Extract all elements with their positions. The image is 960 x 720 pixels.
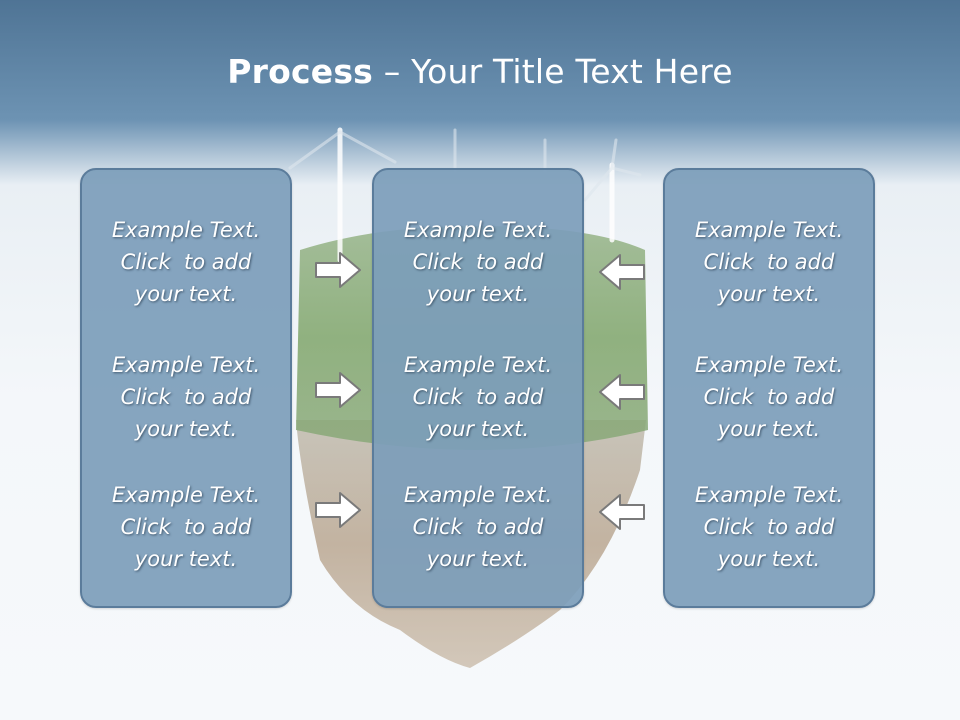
title-rest: – Your Title Text Here [373, 52, 733, 91]
text-line: your text. [426, 417, 530, 441]
text-line: your text. [717, 282, 821, 306]
text-line: Example Text. [694, 483, 844, 507]
text-line: Example Text. [403, 483, 553, 507]
text-placeholder[interactable]: Example Text. Click to add your text. [374, 349, 582, 445]
arrow-right-icon[interactable] [314, 250, 362, 290]
text-line: Click to add [120, 250, 252, 274]
arrow-right-icon[interactable] [314, 490, 362, 530]
text-line: your text. [134, 417, 238, 441]
arrow-left-icon[interactable] [598, 252, 646, 292]
text-line: Example Text. [111, 353, 261, 377]
text-line: Click to add [412, 250, 544, 274]
text-placeholder[interactable]: Example Text. Click to add your text. [82, 349, 290, 445]
text-line: Click to add [703, 515, 835, 539]
text-placeholder[interactable]: Example Text. Click to add your text. [374, 479, 582, 575]
text-placeholder[interactable]: Example Text. Click to add your text. [665, 349, 873, 445]
panel-middle[interactable]: Example Text. Click to add your text. Exam… [372, 168, 584, 608]
text-line: Example Text. [111, 483, 261, 507]
slide-title[interactable]: Process – Your Title Text Here [0, 52, 960, 91]
text-line: Example Text. [694, 353, 844, 377]
panel-left[interactable]: Example Text. Click to add your text. Exam… [80, 168, 292, 608]
text-line: Click to add [703, 385, 835, 409]
text-line: Click to add [120, 385, 252, 409]
text-placeholder[interactable]: Example Text. Click to add your text. [374, 214, 582, 310]
text-placeholder[interactable]: Example Text. Click to add your text. [82, 479, 290, 575]
text-line: your text. [717, 417, 821, 441]
text-line: Click to add [412, 515, 544, 539]
title-bold: Process [227, 52, 374, 91]
text-line: your text. [426, 547, 530, 571]
text-line: your text. [134, 547, 238, 571]
text-line: Click to add [120, 515, 252, 539]
text-line: Example Text. [403, 353, 553, 377]
text-placeholder[interactable]: Example Text. Click to add your text. [665, 214, 873, 310]
text-placeholder[interactable]: Example Text. Click to add your text. [82, 214, 290, 310]
arrow-left-icon[interactable] [598, 492, 646, 532]
text-line: Example Text. [694, 218, 844, 242]
arrow-right-icon[interactable] [314, 370, 362, 410]
text-line: your text. [134, 282, 238, 306]
text-line: your text. [426, 282, 530, 306]
text-line: Click to add [412, 385, 544, 409]
text-line: Example Text. [111, 218, 261, 242]
text-line: Example Text. [403, 218, 553, 242]
arrow-left-icon[interactable] [598, 372, 646, 412]
text-line: Click to add [703, 250, 835, 274]
text-placeholder[interactable]: Example Text. Click to add your text. [665, 479, 873, 575]
text-line: your text. [717, 547, 821, 571]
panel-right[interactable]: Example Text. Click to add your text. Exam… [663, 168, 875, 608]
